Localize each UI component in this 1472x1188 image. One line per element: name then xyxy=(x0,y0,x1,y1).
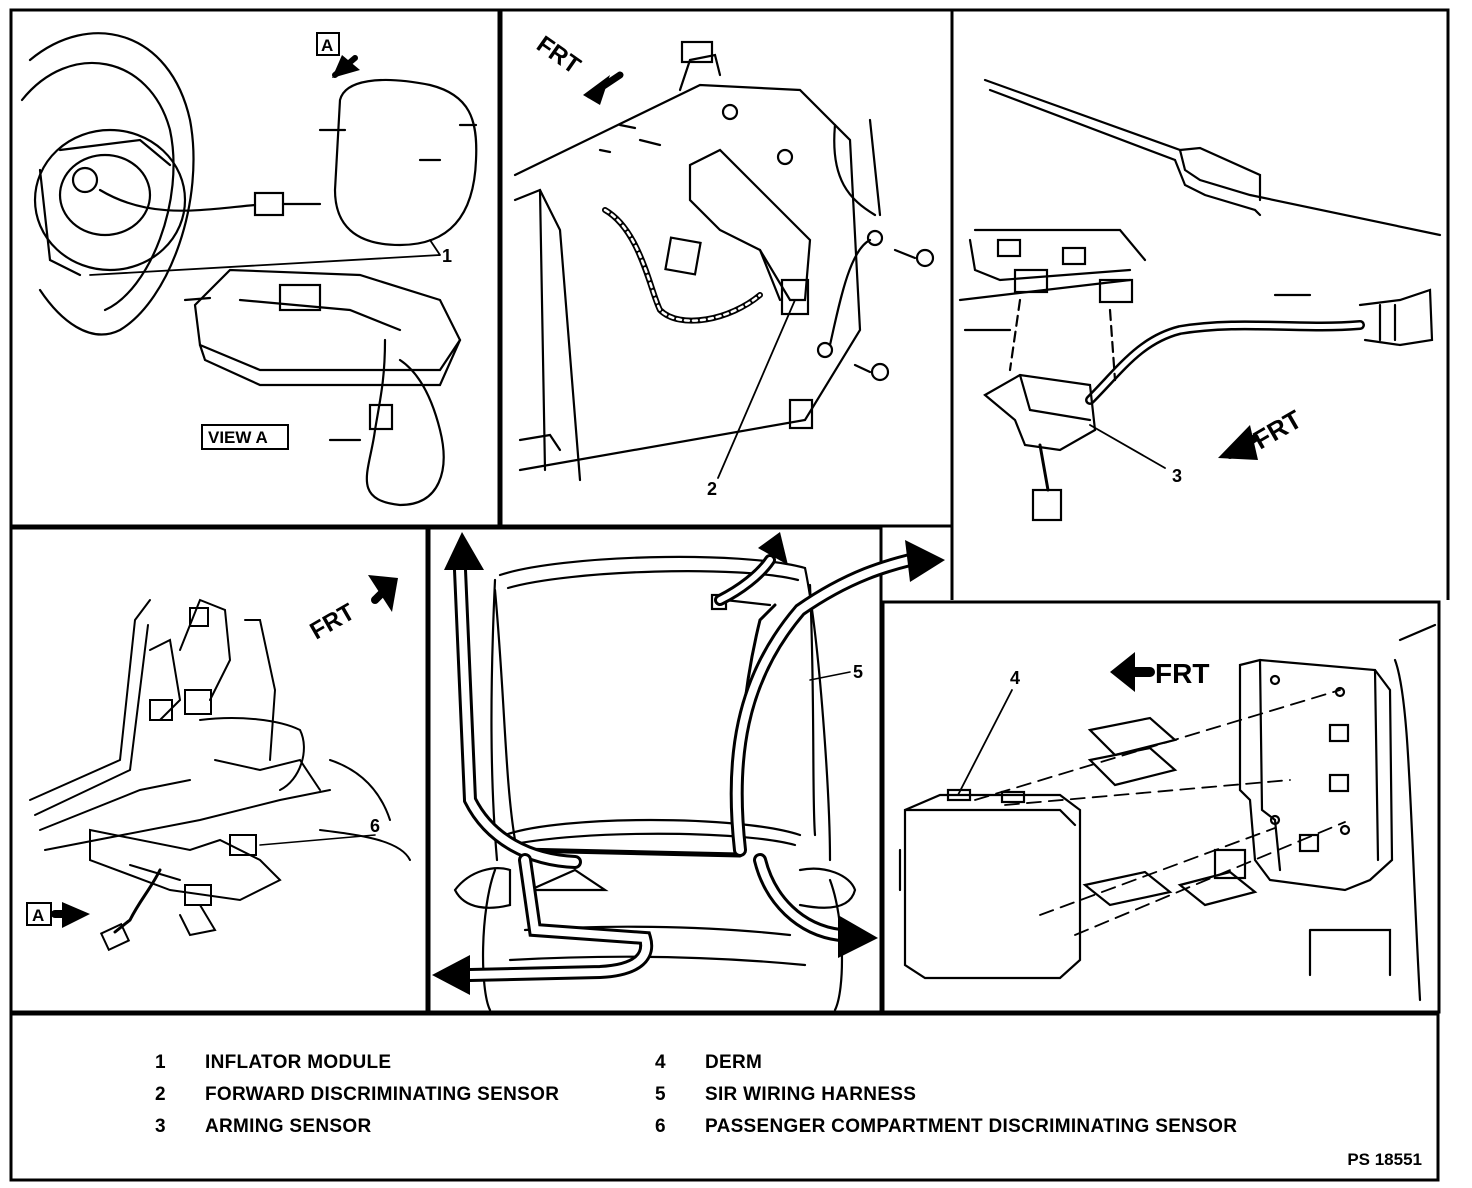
callout-5: 5 xyxy=(853,662,863,682)
legend-text: SIR WIRING HARNESS xyxy=(705,1084,917,1105)
legend-text: DERM xyxy=(705,1052,763,1073)
legend-text: INFLATOR MODULE xyxy=(205,1052,392,1073)
box-label-a-panel4: A xyxy=(32,906,44,925)
legend-number: 6 xyxy=(655,1116,666,1137)
figure-reference: PS 18551 xyxy=(1347,1150,1422,1169)
legend-number: 1 xyxy=(155,1052,166,1073)
panel-wiring-harness xyxy=(432,532,945,1012)
legend-text: FORWARD DISCRIMINATING SENSOR xyxy=(205,1084,560,1105)
legend-number: 5 xyxy=(655,1084,666,1105)
legend-number: 2 xyxy=(155,1084,166,1105)
frt-label-panel6: FRT xyxy=(1155,658,1209,689)
callout-3: 3 xyxy=(1172,466,1182,486)
panel-derm xyxy=(898,623,1437,1002)
legend: 1 INFLATOR MODULE 2 FORWARD DISCRIMINATI… xyxy=(0,1040,1472,1188)
legend-text: ARMING SENSOR xyxy=(205,1116,372,1137)
view-a-label: VIEW A xyxy=(208,428,268,447)
frt-label-panel4: FRT xyxy=(306,598,360,645)
panel-forward-sensor xyxy=(513,40,935,482)
callout-6: 6 xyxy=(370,816,380,836)
frt-label-panel2: FRT xyxy=(532,31,586,80)
callout-1: 1 xyxy=(442,246,452,266)
panel-arming-sensor xyxy=(958,78,1442,522)
panel-passenger-sensor xyxy=(26,575,411,952)
box-label-a: A xyxy=(321,36,333,55)
panel-inflator-module xyxy=(20,32,478,507)
callout-4: 4 xyxy=(1010,668,1020,688)
legend-number: 3 xyxy=(155,1116,166,1137)
panel-frames xyxy=(9,8,1450,1182)
frt-label-panel3: FRT xyxy=(1248,404,1307,455)
callout-2: 2 xyxy=(707,479,717,499)
legend-text: PASSENGER COMPARTMENT DISCRIMINATING SEN… xyxy=(705,1116,1238,1137)
legend-number: 4 xyxy=(655,1052,666,1073)
